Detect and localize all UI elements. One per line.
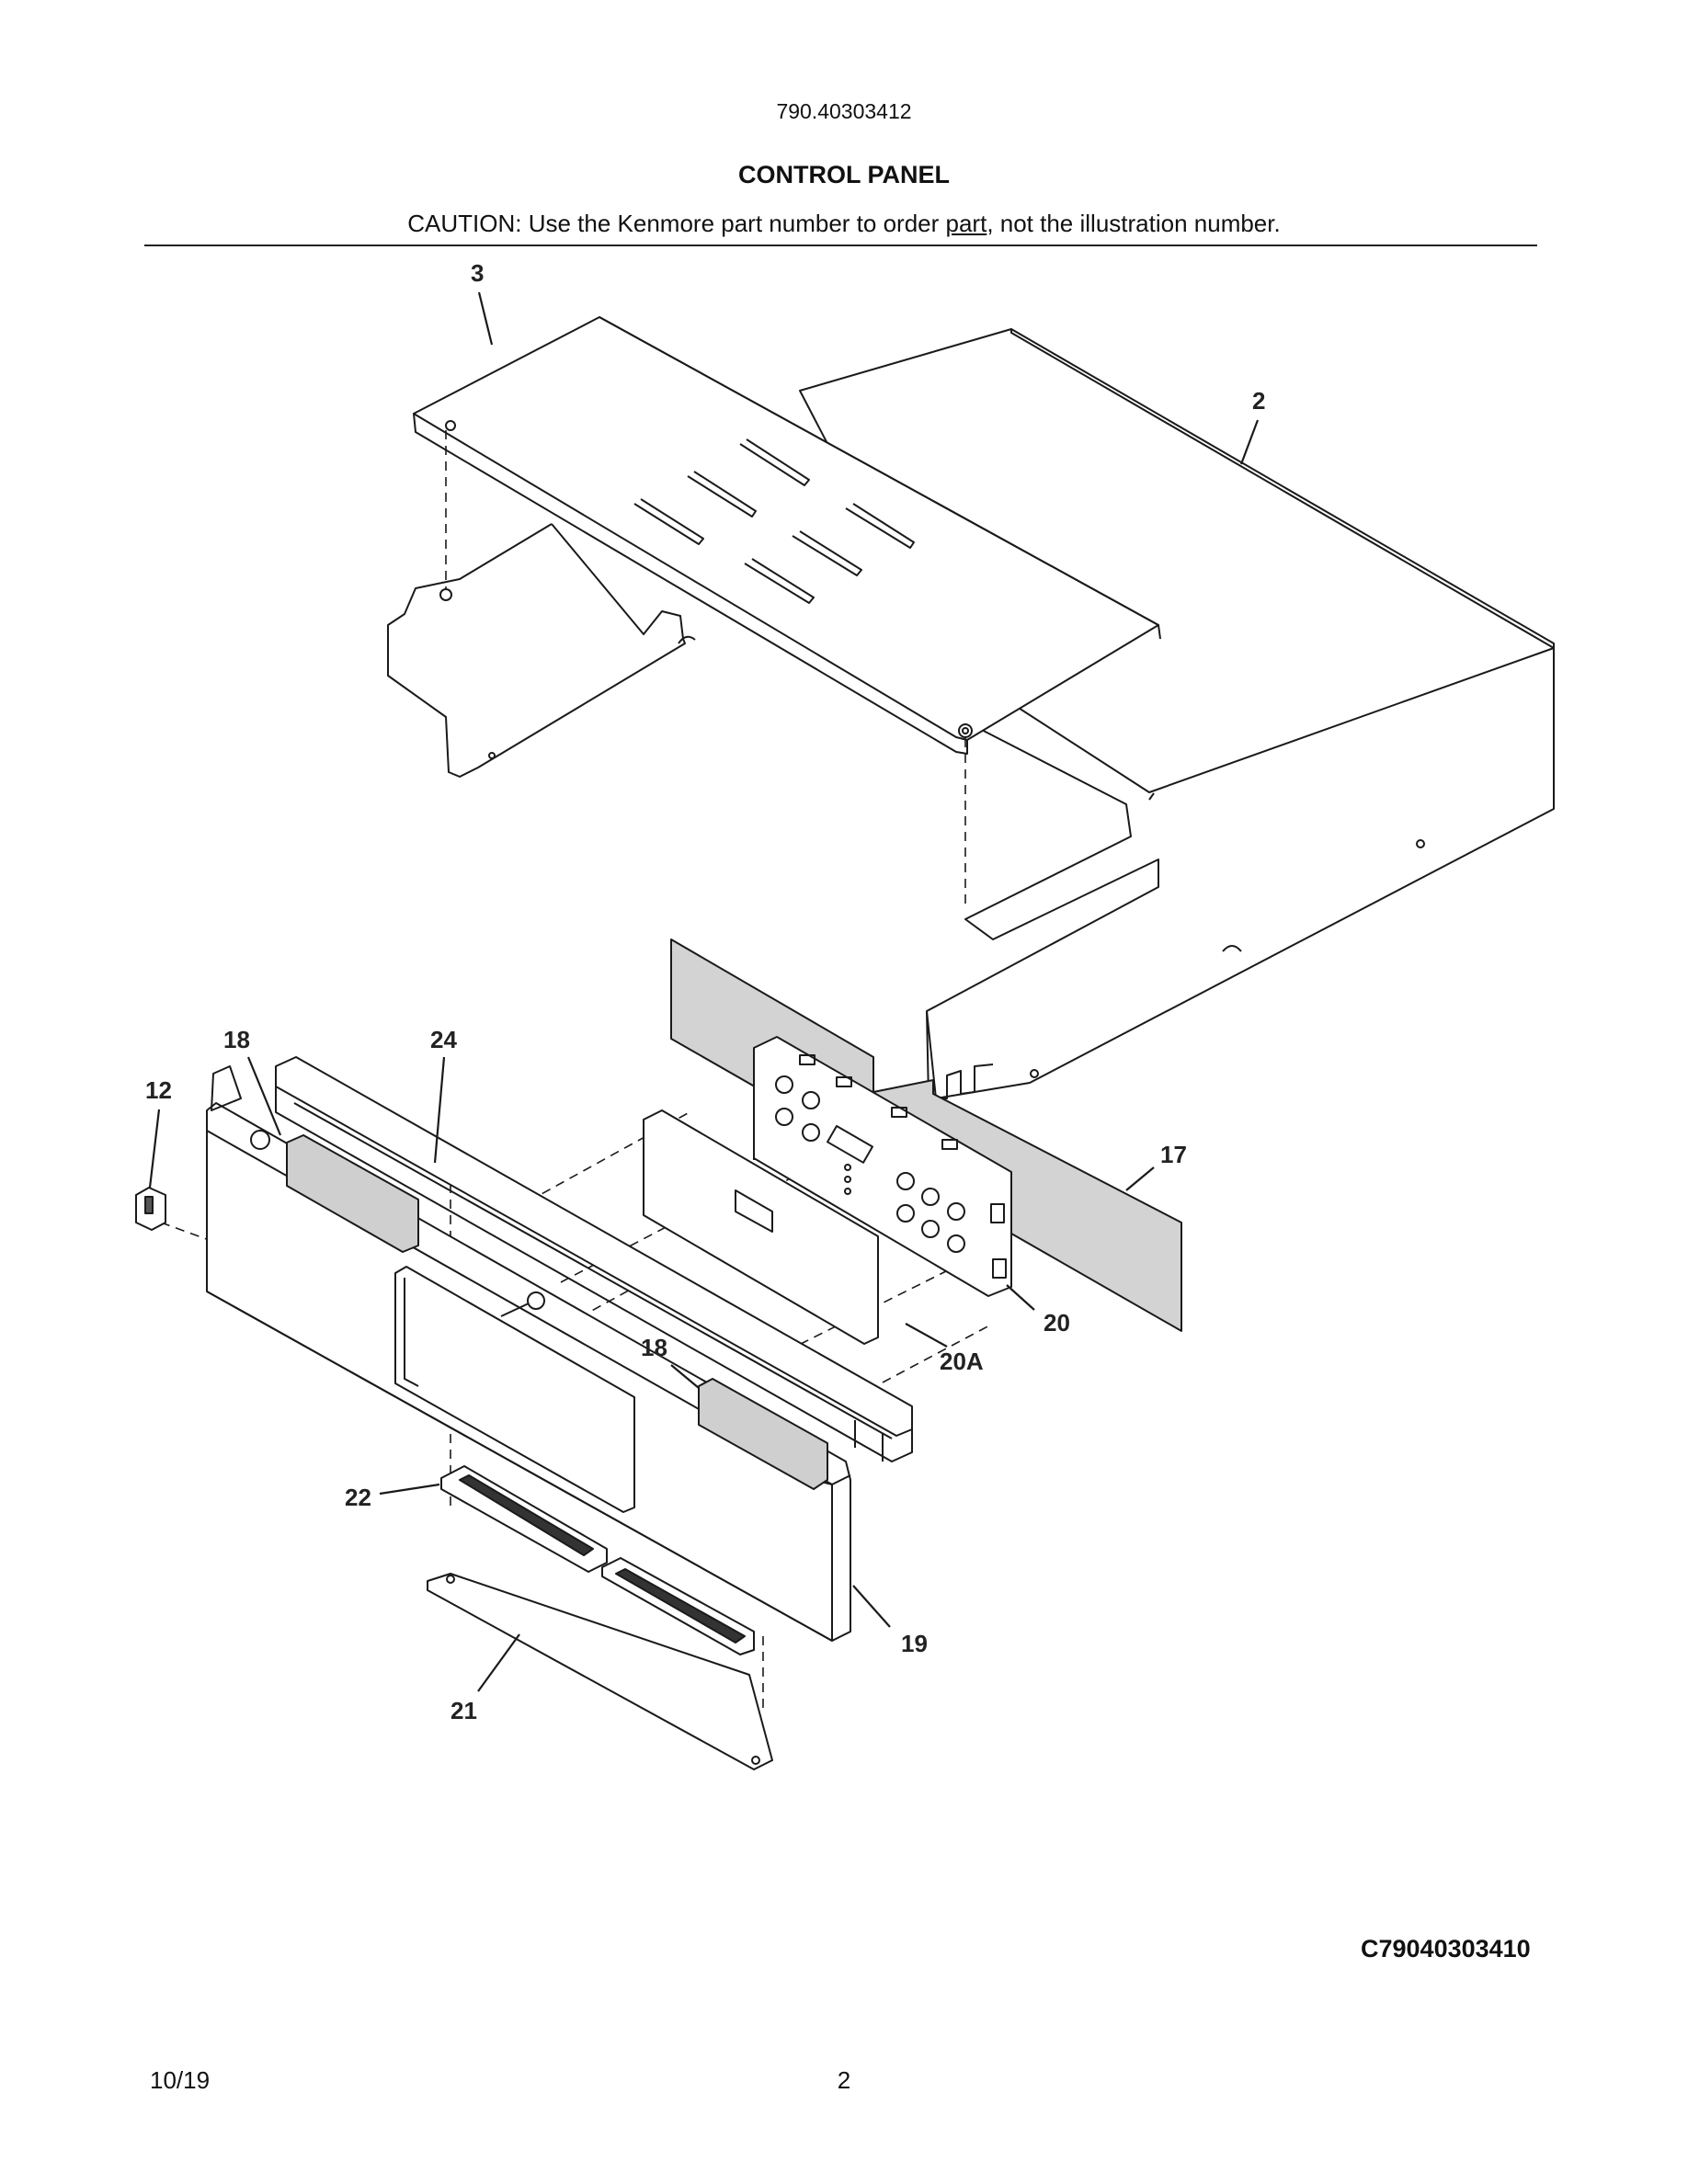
header-divider (144, 245, 1537, 246)
caution-suffix: , not the illustration number. (987, 210, 1281, 237)
left-side-bracket (387, 523, 696, 778)
bottom-plate-part-21 (427, 1573, 773, 1770)
callout-20A: 20A (940, 1348, 984, 1375)
pad-part-18-left (286, 1134, 419, 1253)
callout-18-left: 18 (223, 1026, 250, 1053)
callout-19: 19 (901, 1630, 928, 1657)
callout-17: 17 (1160, 1141, 1187, 1168)
switch-part-12 (135, 1187, 166, 1231)
page-title: CONTROL PANEL (737, 161, 950, 188)
caution-underlined-word: part (945, 210, 987, 237)
callout-3: 3 (471, 259, 484, 287)
callout-12: 12 (145, 1076, 172, 1104)
page-number: 2 (837, 2066, 851, 2094)
control-board-part-20 (753, 1036, 1012, 1297)
housing-part-2 (799, 328, 1555, 1099)
callout-2: 2 (1252, 387, 1265, 415)
top-panel-part-3 (413, 316, 1161, 755)
leader-lines (148, 291, 1260, 1692)
diagram-code: C79040303410 (1361, 1935, 1531, 1962)
callout-24: 24 (430, 1026, 457, 1053)
callout-20: 20 (1044, 1309, 1070, 1337)
caution-note: CAUTION: Use the Kenmore part number to … (0, 210, 1688, 238)
front-panel-part-19 (206, 1065, 851, 1642)
grille-part-22 (440, 1465, 755, 1655)
model-number: 790.40303412 (776, 99, 912, 123)
pad-part-18-right (698, 1378, 828, 1490)
callout-21: 21 (451, 1697, 477, 1724)
callout-22: 22 (345, 1484, 371, 1511)
callout-18-right: 18 (641, 1334, 667, 1361)
overlay-part-20A (643, 1109, 879, 1345)
caution-prefix: CAUTION: Use the Kenmore part number to … (407, 210, 946, 237)
revision-date: 10/19 (150, 2066, 211, 2094)
